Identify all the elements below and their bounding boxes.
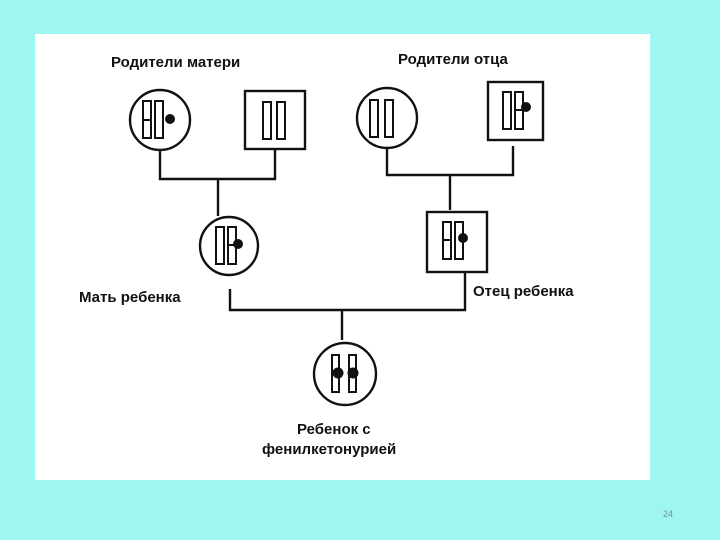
maternal-grandfather-square: [243, 89, 307, 151]
diagram-panel: Родители матери Родители отца Мать ребен…: [35, 34, 650, 480]
label-paternal-grandparents: Родители отца: [398, 51, 508, 68]
label-child-line1: Ребенок с: [297, 421, 371, 438]
mother-circle: [198, 215, 260, 277]
label-maternal-grandparents: Родители матери: [111, 54, 241, 71]
maternal-grandmother-circle: [128, 88, 192, 152]
maternal-couple-line: [158, 150, 277, 181]
paternal-grandmother-circle: [355, 86, 419, 150]
father-square: [425, 210, 489, 274]
label-father: Отец ребенка: [473, 283, 574, 300]
paternal-grandfather-square: [486, 80, 545, 142]
pedigree-lines: [158, 146, 515, 340]
label-child-line2: фенилкетонурией: [262, 441, 397, 458]
slide-number: 24: [663, 509, 674, 519]
affected-child-circle: [312, 341, 378, 407]
parents-couple-line: [228, 273, 467, 312]
paternal-couple-line: [385, 146, 515, 177]
pedigree-diagram: [128, 80, 545, 407]
label-mother: Мать ребенка: [79, 289, 181, 306]
